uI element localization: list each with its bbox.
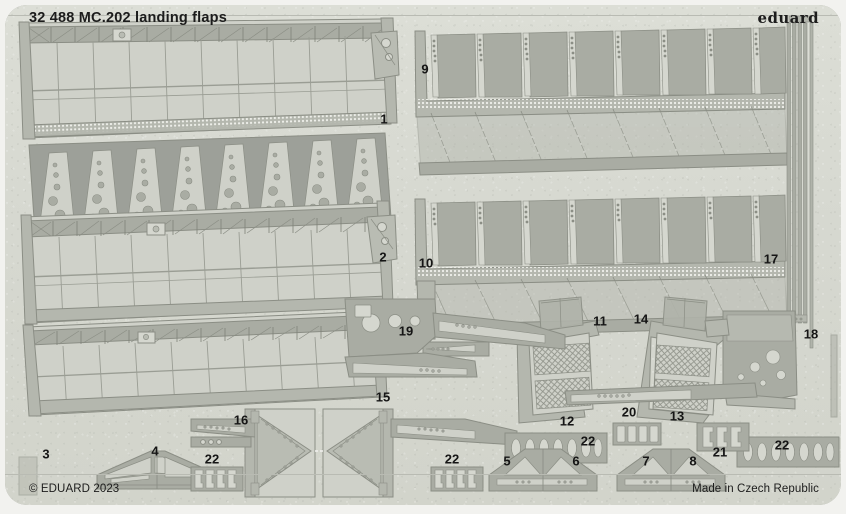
- header-divider: [5, 15, 841, 16]
- page-title: 32 488 MC.202 landing flaps: [29, 10, 227, 26]
- fret-plate: 32 488 MC.202 landing flaps eduard © EDU…: [5, 5, 841, 505]
- copyright-notice: © EDUARD 2023: [29, 483, 120, 495]
- footer-divider: [5, 474, 841, 475]
- eduard-logo: eduard: [757, 9, 819, 27]
- fret-artwork: [18, 15, 840, 498]
- origin-notice: Made in Czech Republic: [692, 483, 819, 495]
